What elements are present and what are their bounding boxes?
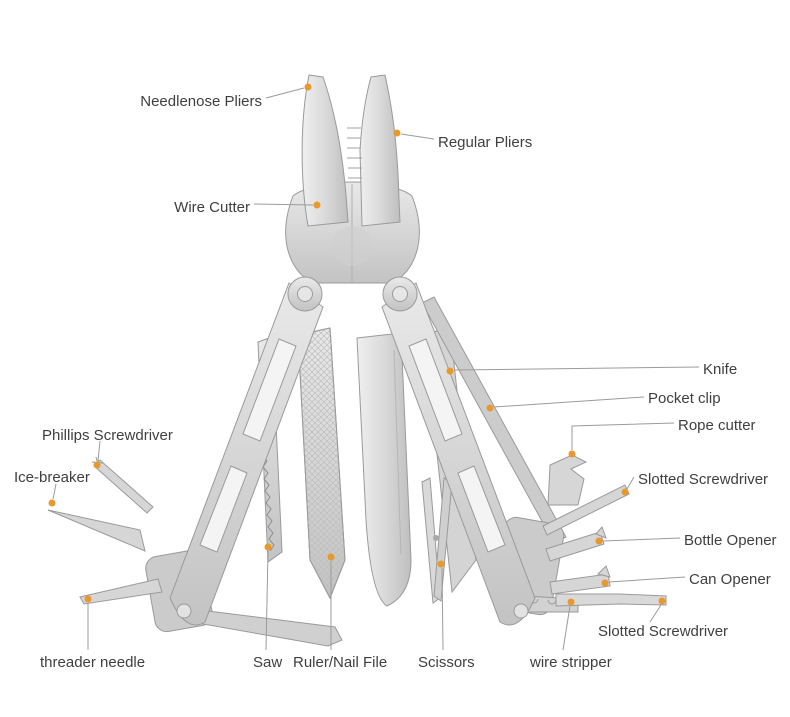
label-ice-breaker: Ice-breaker [14, 469, 90, 486]
needlenose-pliers-art [301, 74, 401, 227]
ruler-nail-file-art [297, 327, 346, 600]
dot-ice-breaker [48, 499, 56, 507]
dot-needlenose-pliers [304, 83, 312, 91]
leader-ice-breaker [52, 483, 57, 500]
label-scissors: Scissors [418, 654, 475, 671]
label-slotted-screwdriver-upper: Slotted Screwdriver [638, 471, 769, 488]
leader-can-opener [608, 576, 686, 583]
right-handle-art [381, 282, 536, 626]
dot-saw [264, 543, 272, 551]
leader-saw [265, 550, 269, 651]
dot-wire-stripper [567, 598, 575, 606]
dot-wire-cutter [313, 201, 321, 209]
leader-scissors [441, 567, 444, 651]
dot-scissors [437, 560, 445, 568]
label-wire-stripper: wire stripper [530, 654, 612, 671]
slotted-screwdriver-upper-art [542, 484, 630, 536]
label-bottle-opener: Bottle Opener [684, 532, 777, 549]
phillips-screwdriver-art [91, 456, 154, 514]
leader-needlenose-pliers [265, 87, 305, 99]
dot-bottle-opener [595, 537, 603, 545]
ice-breaker-art [47, 509, 146, 552]
dot-threader-needle [84, 595, 92, 603]
dot-ruler-nail-file [327, 553, 335, 561]
saw-teeth [261, 454, 275, 552]
label-rope-cutter: Rope cutter [678, 417, 756, 434]
label-threader-needle: threader needle [40, 654, 146, 671]
can-opener-art [549, 565, 611, 595]
dot-knife [446, 367, 454, 375]
label-phillips-screwdriver: Phillips Screwdriver [42, 427, 173, 444]
lanyard-bar-art [199, 609, 343, 647]
leader-bottle-opener [602, 537, 681, 542]
leader-phillips-screwdriver [97, 440, 101, 462]
label-ruler-nail-file: Ruler/Nail File [293, 654, 388, 671]
dot-can-opener [601, 579, 609, 587]
slotted-screwdriver-lower-art [555, 593, 667, 607]
label-pocket-clip: Pocket clip [648, 390, 721, 407]
leader-rope-cutter [571, 422, 675, 450]
dot-slotted-screwdriver-lower [658, 597, 666, 605]
rope-cutter-art [547, 454, 588, 506]
dot-regular-pliers [393, 129, 401, 137]
leader-pocket-clip [493, 396, 645, 408]
left-handle-screw [176, 603, 192, 619]
dot-rope-cutter [568, 450, 576, 458]
dot-slotted-screwdriver-upper [621, 488, 629, 496]
pocket-clip-art [421, 296, 567, 544]
bottle-opener-art [545, 526, 607, 562]
multitool-illustration [47, 74, 667, 647]
leader-wire-stripper [562, 605, 571, 651]
label-slotted-screwdriver-lower: Slotted Screwdriver [598, 623, 729, 640]
pivot-screws-art [287, 276, 418, 312]
label-saw: Saw [253, 654, 283, 671]
label-wire-cutter: Wire Cutter [174, 199, 250, 216]
label-can-opener: Can Opener [689, 571, 771, 588]
knife-art [356, 332, 412, 607]
leader-slotted-screwdriver-upper [626, 476, 635, 490]
label-knife: Knife [703, 361, 738, 378]
dot-phillips-screwdriver [93, 461, 101, 469]
leader-lines [48, 83, 700, 651]
threader-needle-art [79, 578, 163, 605]
jaw-serrations [347, 127, 362, 179]
leader-regular-pliers [400, 133, 435, 140]
leader-slotted-screwdriver-lower [649, 604, 662, 623]
leader-knife [453, 366, 700, 371]
label-regular-pliers: Regular Pliers [438, 134, 533, 151]
dot-pocket-clip [486, 404, 494, 412]
label-needlenose-pliers: Needlenose Pliers [140, 93, 262, 110]
right-handle-screw [513, 603, 529, 619]
leader-wire-cutter [253, 203, 314, 206]
left-handle-art [169, 282, 324, 626]
